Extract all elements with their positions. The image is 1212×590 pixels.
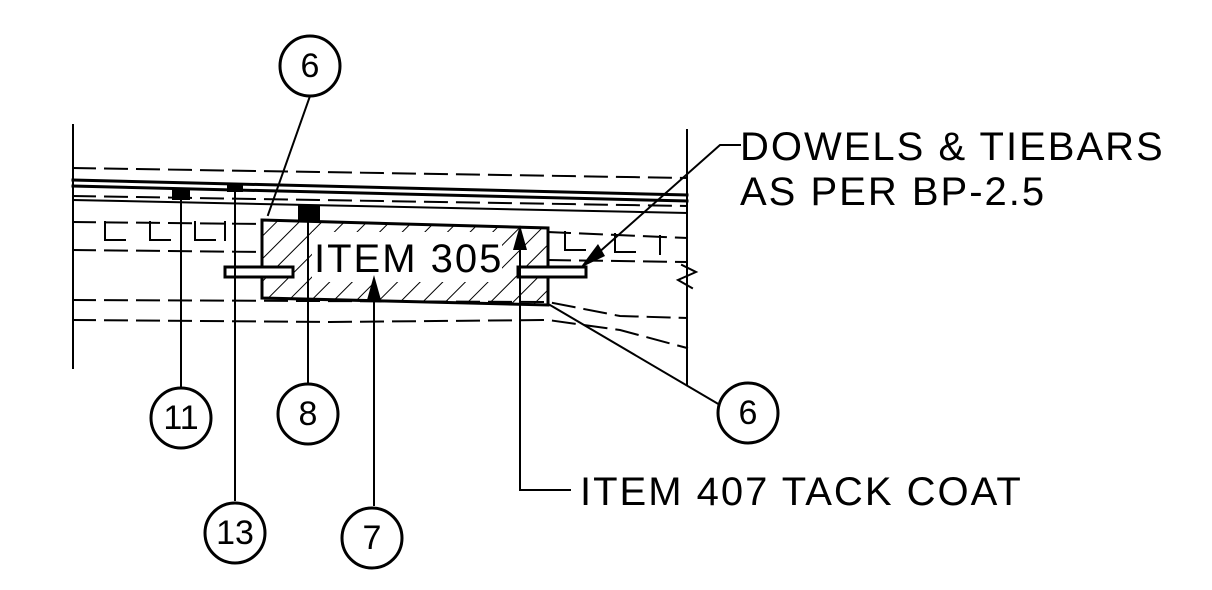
callout-11: 11: [149, 386, 213, 450]
marker-11: [172, 188, 190, 200]
dowel-bar-right: [516, 265, 588, 279]
arrowhead-7: [367, 275, 381, 300]
left-slab-joints: [71, 220, 264, 254]
arrowhead-tack-coat: [513, 225, 527, 250]
svg-text:6: 6: [739, 394, 758, 432]
leader-dowels: [586, 144, 741, 264]
dowel-bar-left: [223, 265, 295, 279]
leader-tack-coat: [519, 244, 571, 491]
arrowhead-dowels: [580, 244, 605, 268]
callout-8: 8: [276, 382, 340, 446]
svg-text:6: 6: [301, 47, 320, 85]
callout-6-right: 6: [716, 381, 780, 445]
subbase-line-1: [71, 298, 689, 320]
dowels-label-line1: DOWELS & TIEBARS: [740, 125, 1165, 169]
tack-coat-label: ITEM 407 TACK COAT: [580, 470, 1023, 514]
callout-7: 7: [340, 506, 404, 570]
svg-text:13: 13: [216, 514, 254, 552]
surface-line-3: [71, 198, 689, 215]
marker-8: [298, 205, 320, 221]
svg-text:7: 7: [363, 519, 382, 557]
dowels-label-line2: AS PER BP-2.5: [740, 170, 1046, 214]
item-305-label-mask: [312, 232, 502, 282]
svg-text:11: 11: [163, 399, 198, 437]
dashed-line-top: [71, 166, 689, 180]
break-symbol: [675, 263, 699, 290]
svg-text:8: 8: [299, 395, 318, 433]
leader-6-right: [548, 303, 722, 407]
subbase-line-2: [71, 318, 689, 350]
item-305-label: ITEM 305: [314, 237, 503, 281]
leader-6-top: [266, 94, 312, 217]
marker-13: [227, 184, 243, 192]
callout-6-top: 6: [278, 34, 342, 98]
callout-13: 13: [203, 501, 267, 565]
surface-line-1: [71, 178, 689, 197]
